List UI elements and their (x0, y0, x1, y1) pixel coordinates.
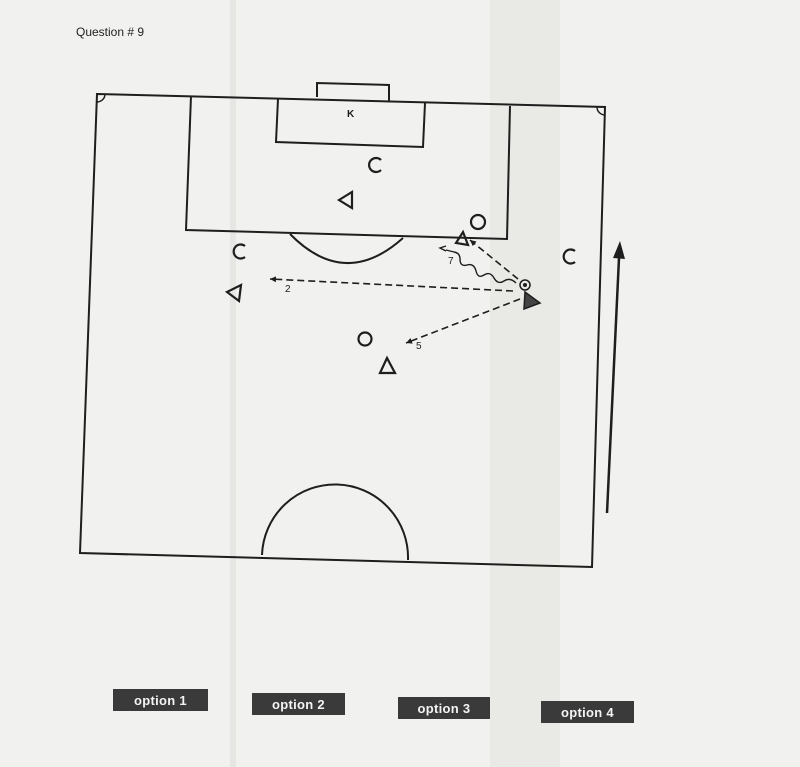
dribble-arrowhead (438, 245, 447, 252)
defender-circle (232, 243, 246, 260)
pass-label: 5 (416, 341, 422, 352)
goal (316, 81, 390, 101)
ball-carrier-triangle (523, 290, 542, 311)
pass-arrow-down (405, 298, 521, 344)
ball (519, 279, 531, 291)
corner-arc (596, 106, 606, 116)
defender-circle (368, 156, 382, 174)
field-boundary (78, 92, 607, 569)
penalty-box (184, 95, 511, 241)
attacker-triangle (336, 190, 354, 210)
defender-circle (357, 331, 373, 347)
attacker-triangle (378, 355, 397, 375)
defender-circle (562, 248, 576, 265)
attacker-triangle (224, 283, 243, 304)
scan-band (230, 0, 236, 767)
question-title: Question # 9 (76, 25, 145, 39)
attacker-triangle (454, 229, 470, 247)
direction-arrow (605, 257, 621, 514)
pass-label: 2 (285, 284, 291, 295)
option-4-button[interactable]: option 4 (541, 701, 634, 723)
option-3-button[interactable]: option 3 (398, 697, 490, 719)
option-2-button[interactable]: option 2 (252, 693, 345, 715)
center-circle (261, 483, 410, 561)
scan-band (490, 0, 560, 767)
ball (523, 283, 527, 287)
dribble-path (445, 249, 517, 284)
goal-area (274, 98, 426, 149)
option-1-button[interactable]: option 1 (113, 689, 208, 711)
defender-circle (469, 213, 487, 231)
pass-arrow-left (269, 276, 514, 292)
goalkeeper-label: K (347, 109, 355, 120)
penalty-arc (289, 233, 404, 264)
corner-arc (96, 93, 106, 103)
direction-arrowhead (613, 241, 625, 259)
run-label: 7 (448, 256, 454, 267)
